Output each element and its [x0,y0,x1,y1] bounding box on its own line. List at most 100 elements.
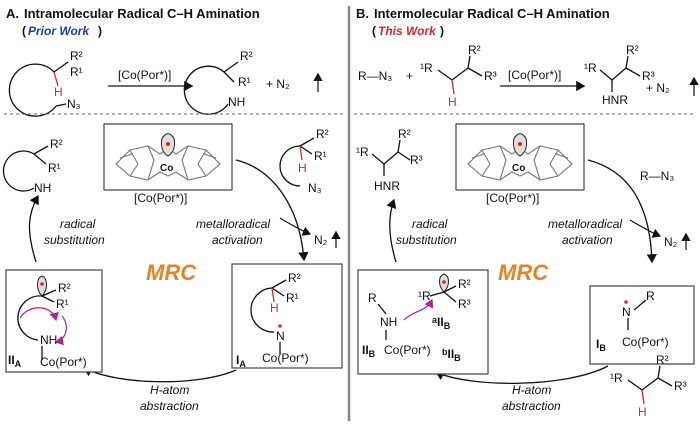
a-int-i [250,279,287,354]
b-mrc: MRC [498,260,549,285]
panel-b-tag-open: ( [372,24,376,38]
b-catalyst-label: [Co(Por*)] [486,191,539,205]
a-catalyst [103,123,233,191]
panel-a-tag-close: ) [98,24,102,38]
b-cyc-alk-r3: R³ [674,379,687,393]
b-int-ii-r: R [368,291,377,305]
b-int-ii-nh: NH [380,315,397,329]
b-byproduct: + N₂ [646,81,670,95]
b-reagent: [Co(Por*)] [508,68,561,82]
a-int-ii-r2: R² [58,281,71,295]
b-sub-1r: ¹R [420,61,433,75]
b-bottom-step-1: H-atom [512,383,551,397]
b-right-step-2: activation [562,233,613,247]
a-cyc-sub-r2: R² [316,127,329,141]
panel-a-tag: Prior Work [28,24,90,38]
b-co: Co [512,163,525,174]
a-prod-r2: R² [240,49,253,63]
b-bottom-step-2: abstraction [502,399,561,413]
a-cyc-prod-nh: NH [34,181,51,195]
b-right-step-1: metalloradical [548,217,622,231]
b-plus: + [406,69,413,83]
a-int-i-label: IA [236,353,246,369]
a-cycle-substrate [279,137,315,187]
b-cyc-azide: R—N₃ [640,169,674,183]
a-sub-r2: R² [70,49,83,63]
a-sub-r1: R¹ [70,65,83,79]
a-int-ii-orbital [37,275,47,297]
a-int-ii-nh: NH [40,333,57,347]
panel-a-tag-open: ( [22,24,26,38]
a-int-ii-label: IIA [8,353,22,369]
a-int-i-box [231,263,343,369]
b-int-ii-a-label: aIIB [432,315,451,331]
b-left-step-1: radical [412,217,448,231]
b-int-i-n: N [622,305,631,319]
b-int-ii-b-label: bIIB [442,347,461,363]
b-cycle-product [371,139,411,176]
a-left-step-2: substitution [44,233,105,247]
panel-a-title: Intramolecular Radical C–H Amination [24,6,260,21]
a-left-step-1: radical [60,217,96,231]
b-n2-release: N₂ [664,235,678,249]
b-cyc-alk-h: H [638,405,647,419]
a-cyc-prod-r2: R² [50,137,63,151]
a-int-i-r1: R¹ [286,291,299,305]
a-substrate [8,61,69,117]
b-sub-r3: R³ [484,69,497,83]
a-cyc-sub-r1: R¹ [314,149,327,163]
a-bottom-step-2: abstraction [140,399,199,413]
a-int-i-r2: R² [288,271,301,285]
b-cyc-alk-r2: R² [656,353,669,367]
a-co: Co [160,163,173,174]
b-int-ii-r2: R² [458,277,471,291]
a-int-i-co: Co(Por*) [262,351,309,365]
a-byproduct: + N₂ [266,77,290,91]
a-int-i-n: N [276,329,285,343]
b-cyc-prod-1r: ¹R [356,145,369,159]
b-product [599,55,641,92]
b-sub-r2: R² [468,43,481,57]
a-sub-n3: N₃ [67,97,81,111]
b-prod-r2: R² [626,43,639,57]
a-int-i-h: H [270,301,279,315]
b-int-i-box [589,285,695,365]
b-int-ii-box [357,269,489,375]
a-right-step-1: metalloradical [196,217,270,231]
b-cyc-prod-r2: R² [398,127,411,141]
b-cycle-alkane [627,365,673,405]
a-prod-nh: NH [228,95,245,109]
panel-b-tag-close: ) [440,24,444,38]
panel-b-title: Intermolecular Radical C–H Amination [374,6,610,21]
panel-b-tag: This Work [378,24,437,38]
b-sub-h: H [448,95,457,109]
a-int-ii-co: Co(Por*) [40,355,87,369]
b-prod-hnr: HNR [602,93,628,107]
b-prod-r3: R³ [642,69,655,83]
a-n2-release: N₂ [314,233,328,247]
b-int-ii-1r: ¹R [418,289,431,303]
panel-b-letter: B. [356,6,369,21]
a-product [183,61,239,115]
a-int-ii-r1: R¹ [56,297,69,311]
b-int-ii-co: Co(Por*) [384,343,431,357]
b-prod-1r: ¹R [584,61,597,75]
a-prod-r1: R¹ [238,75,251,89]
b-left-step-2: substitution [396,233,457,247]
a-bottom-step-1: H-atom [150,383,189,397]
a-catalyst-label: [Co(Por*)] [134,191,187,205]
b-cyc-prod-hnr: HNR [374,179,400,193]
b-int-ii-label: IIB [362,343,376,359]
a-right-step-2: activation [212,233,263,247]
a-cyc-sub-h: H [298,161,307,175]
b-int-i-co: Co(Por*) [622,335,669,349]
a-mrc: MRC [146,260,197,285]
b-alkane [437,55,483,95]
a-cyc-prod-r1: R¹ [48,161,61,175]
b-cyc-alk-1r: ¹R [610,371,623,385]
b-int-i-label: IB [596,337,606,353]
a-int-ii [17,289,57,360]
b-int-i-r: R [646,289,655,303]
